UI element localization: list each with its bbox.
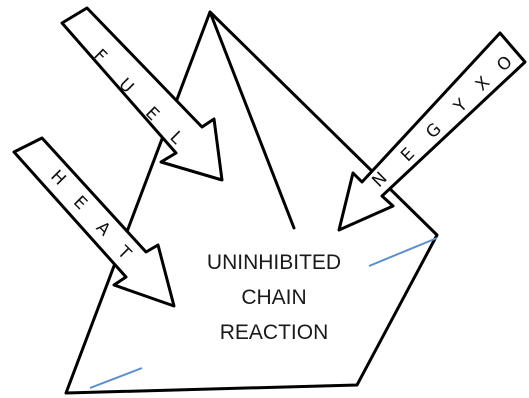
accent-line-bottom — [89, 367, 143, 389]
center-label-line-2: CHAIN — [241, 286, 306, 309]
center-label-line-1: UNINHIBITED — [207, 251, 341, 274]
tetrahedron-inner-edge — [208, 10, 296, 230]
center-label: UNINHIBITED CHAIN REACTION — [207, 251, 341, 344]
accent-line-right — [368, 237, 438, 267]
heat-arrow: H E A T — [12, 136, 176, 308]
oxygen-arrow: O X Y G E N — [337, 31, 527, 232]
fuel-arrow-shape — [60, 6, 224, 182]
heat-arrow-shape — [12, 136, 176, 308]
fuel-arrow: F U E L — [60, 6, 224, 182]
center-label-line-3: REACTION — [220, 321, 329, 344]
oxygen-arrow-shape — [337, 31, 527, 232]
